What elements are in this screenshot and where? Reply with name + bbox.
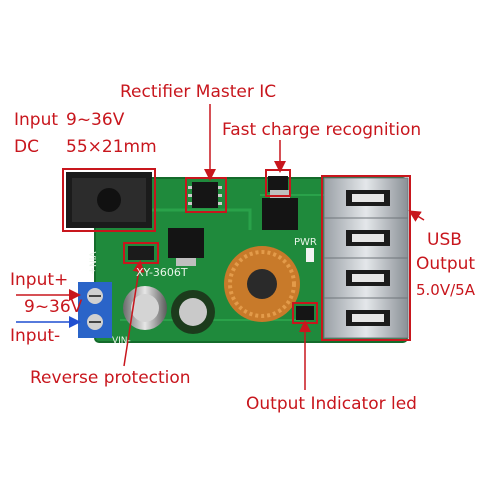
- reverse-arrow: [123, 260, 145, 367]
- usb-arrow: [408, 210, 425, 222]
- indicator-led-label: Output Indicator led: [246, 394, 417, 414]
- usb-label-line2: Output: [416, 254, 476, 274]
- vin-plus-silkscreen: VIN+: [86, 251, 97, 275]
- reverse-diode: [128, 246, 154, 260]
- mosfet: [262, 198, 298, 230]
- reverse-protection-label: Reverse protection: [30, 368, 191, 388]
- board-model: XY-3606T: [136, 266, 188, 279]
- input-dc-range: 9~36V: [66, 110, 125, 130]
- vin-minus-silkscreen: VIN-: [112, 336, 131, 346]
- usb-label-line1: USB: [427, 230, 462, 250]
- pwr-silkscreen: PWR: [294, 237, 317, 248]
- regulator: [168, 228, 204, 258]
- input-minus-label: Input-: [10, 326, 61, 346]
- rectifier-ic: [192, 182, 218, 208]
- fast-charge-label: Fast charge recognition: [222, 120, 422, 140]
- input-dc-prefix: Input: [14, 110, 59, 130]
- input-dc-type: DC: [14, 137, 39, 157]
- rectifier-label: Rectifier Master IC: [120, 82, 277, 102]
- pwr-led: [306, 248, 314, 262]
- dc-jack-highlight: [62, 168, 156, 232]
- terminal-range-label: 9~36V: [24, 297, 83, 317]
- input-dc-size: 55×21mm: [66, 137, 157, 157]
- fast-charge-ic: [268, 176, 288, 192]
- usb-highlight: [321, 175, 411, 341]
- input-plus-label: Input+: [10, 270, 69, 290]
- output-rating: 5.0V/5A: [416, 281, 475, 299]
